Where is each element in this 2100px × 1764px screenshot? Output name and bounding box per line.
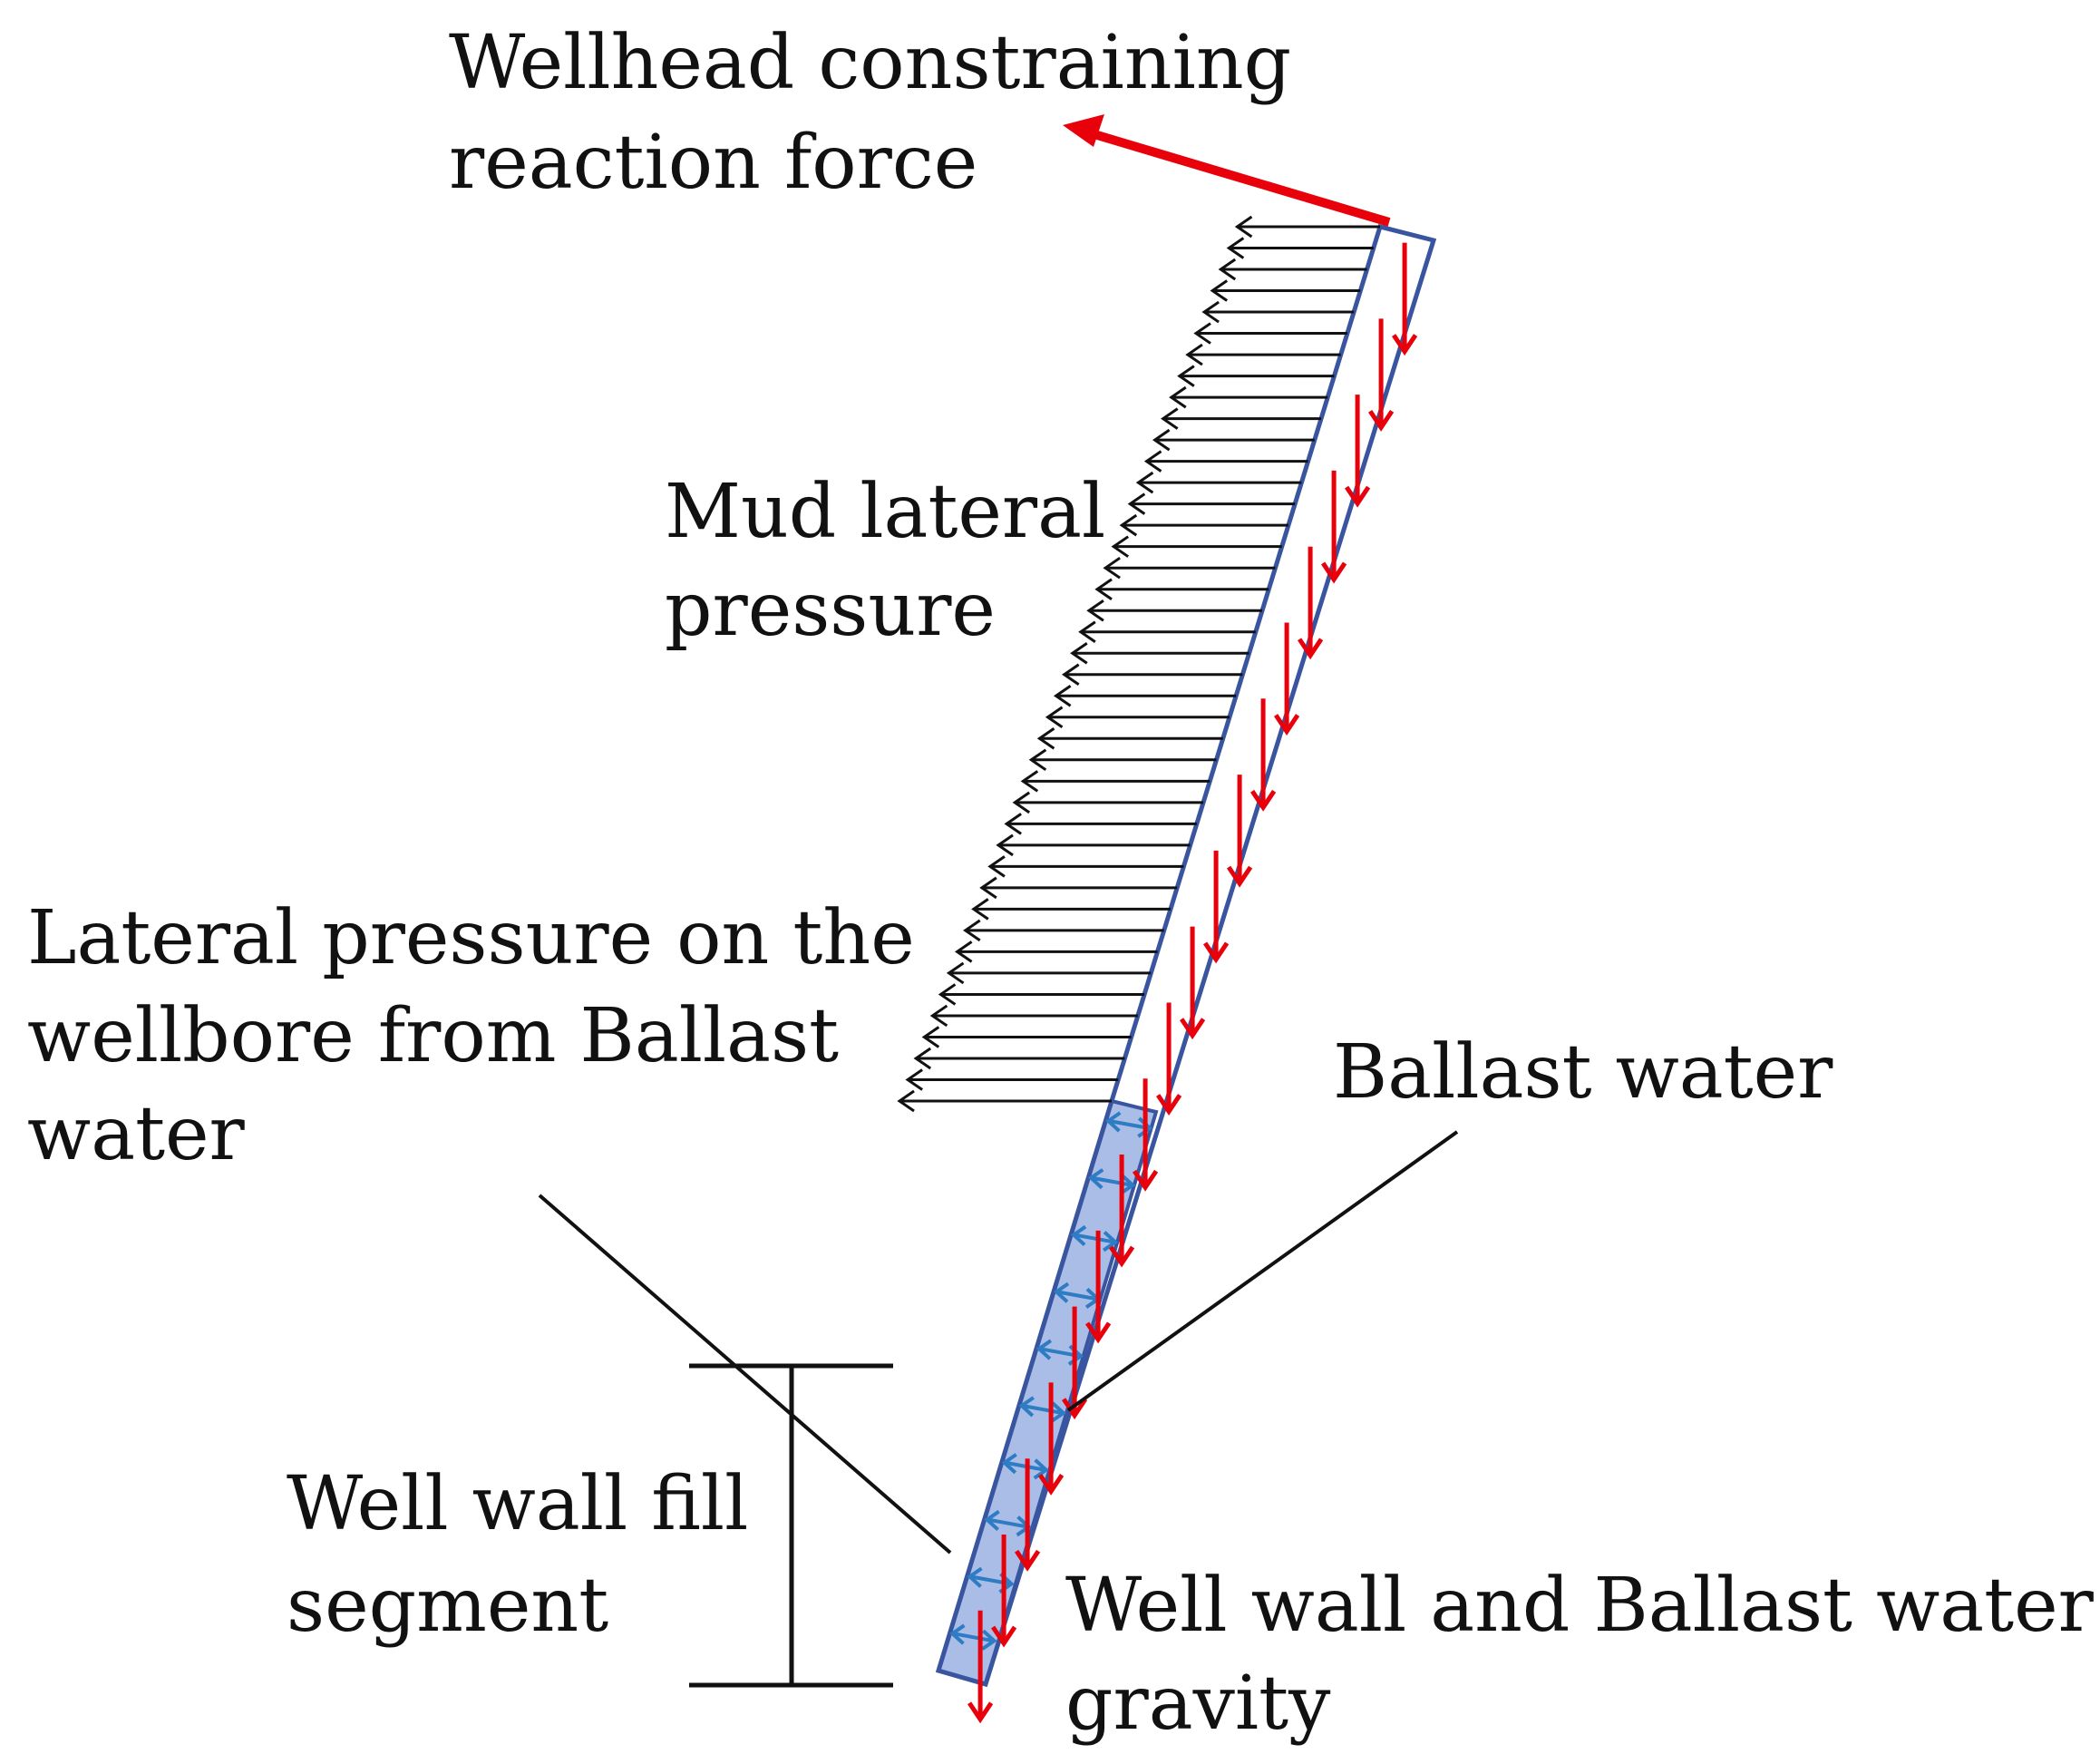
ballast-label: Ballast water — [1333, 1029, 1833, 1116]
arrow-down-icon — [1038, 1382, 1065, 1496]
double-arrow-icon — [1105, 1111, 1153, 1138]
arrow-down-icon — [967, 1610, 994, 1724]
arrow-down-icon — [991, 1534, 1017, 1648]
gravity-arrows — [967, 242, 1418, 1724]
mud-label-line1: Mud lateral — [665, 469, 1105, 555]
arrow-left-icon — [1143, 450, 1308, 473]
arrow-down-icon — [1133, 1078, 1159, 1192]
arrow-left-icon — [1036, 727, 1223, 750]
arrow-down-icon — [1015, 1458, 1041, 1572]
arrow-left-icon — [963, 919, 1164, 942]
lateral-label-line1: Lateral pressure on the — [27, 895, 915, 981]
arrow-left-icon — [1062, 663, 1243, 686]
arrow-left-icon — [897, 1089, 1112, 1113]
arrow-left-icon — [1127, 492, 1296, 515]
mud-lateral-pressure-arrows — [897, 215, 1380, 1113]
arrow-down-icon — [1345, 395, 1371, 508]
arrow-left-icon — [913, 1047, 1125, 1070]
arrow-left-icon — [1177, 365, 1335, 387]
arrow-left-icon — [1226, 237, 1374, 259]
arrow-left-icon — [938, 983, 1145, 1006]
arrow-left-icon — [1004, 813, 1197, 835]
arrow-left-icon — [1201, 300, 1355, 324]
lateral-label-line2: wellbore from Ballast — [27, 993, 839, 1079]
arrow-left-icon — [1152, 428, 1315, 452]
ballast-water-leader-line — [1066, 1130, 1459, 1412]
arrow-left-icon — [905, 1068, 1119, 1091]
arrow-left-icon — [971, 898, 1171, 921]
wellbore-outline — [935, 223, 1437, 1688]
arrow-left-icon — [1161, 407, 1322, 430]
arrow-left-icon — [954, 940, 1158, 963]
arrow-left-icon — [1169, 385, 1328, 409]
arrow-left-icon — [1234, 215, 1380, 239]
wellhead-label-line1: Wellhead constraining — [449, 20, 1291, 106]
arrow-left-icon — [1053, 685, 1237, 707]
arrow-left-icon — [979, 876, 1178, 900]
ballast-pressure-arrows — [949, 1111, 1153, 1651]
arrow-left-icon — [1045, 706, 1230, 729]
double-arrow-icon — [1018, 1396, 1067, 1423]
arrow-left-icon — [1086, 599, 1263, 622]
arrow-down-icon — [1180, 926, 1206, 1040]
arrow-down-icon — [1203, 850, 1230, 964]
arrow-left-icon — [1078, 620, 1256, 643]
double-arrow-icon — [949, 1623, 997, 1651]
arrow-down-icon — [1156, 1002, 1182, 1116]
gravity-label-line2: gravity — [1065, 1661, 1331, 1747]
arrow-left-icon — [1135, 471, 1302, 494]
arrow-left-icon — [946, 961, 1152, 985]
arrow-left-icon — [1185, 343, 1341, 366]
mud-label-line2: pressure — [665, 567, 996, 653]
arrow-down-icon — [1227, 775, 1253, 888]
reaction-force-arrow-icon — [1063, 114, 1391, 227]
arrow-left-icon — [921, 1026, 1132, 1048]
arrow-left-icon — [1012, 791, 1204, 814]
arrow-down-icon — [1321, 470, 1347, 584]
arrow-left-icon — [1028, 748, 1217, 772]
arrow-left-icon — [1094, 578, 1269, 600]
fill-label-line1: Well wall fill — [287, 1461, 748, 1547]
arrow-down-icon — [1298, 546, 1324, 660]
arrow-left-icon — [996, 833, 1191, 857]
gravity-label-line1: Well wall and Ballast water — [1065, 1563, 2095, 1649]
arrow-down-icon — [1274, 622, 1300, 736]
double-arrow-icon — [1070, 1224, 1119, 1252]
wellhead-label-line2: reaction force — [449, 120, 977, 206]
fill-label-line2: segment — [287, 1563, 608, 1649]
arrow-left-icon — [1210, 279, 1361, 302]
arrow-left-icon — [1193, 322, 1347, 345]
arrow-down-icon — [1250, 698, 1277, 812]
arrow-left-icon — [1070, 642, 1249, 665]
arrow-left-icon — [929, 1004, 1138, 1028]
fill-segment-dimension-marker — [689, 1363, 893, 1688]
arrow-left-icon — [1218, 258, 1367, 281]
arrow-down-icon — [1109, 1155, 1135, 1268]
arrow-down-icon — [1368, 318, 1395, 432]
arrow-left-icon — [1119, 513, 1288, 537]
arrow-left-icon — [1111, 535, 1282, 558]
double-arrow-icon — [1088, 1168, 1136, 1195]
arrow-left-icon — [1103, 556, 1276, 580]
lateral-pressure-leader-line — [538, 1194, 952, 1554]
arrow-down-icon — [1085, 1230, 1112, 1344]
arrow-down-icon — [1062, 1306, 1088, 1420]
arrow-down-icon — [1392, 242, 1418, 356]
lateral-label-line3: water — [27, 1091, 246, 1177]
arrow-left-icon — [987, 855, 1184, 878]
arrow-left-icon — [1020, 770, 1210, 793]
